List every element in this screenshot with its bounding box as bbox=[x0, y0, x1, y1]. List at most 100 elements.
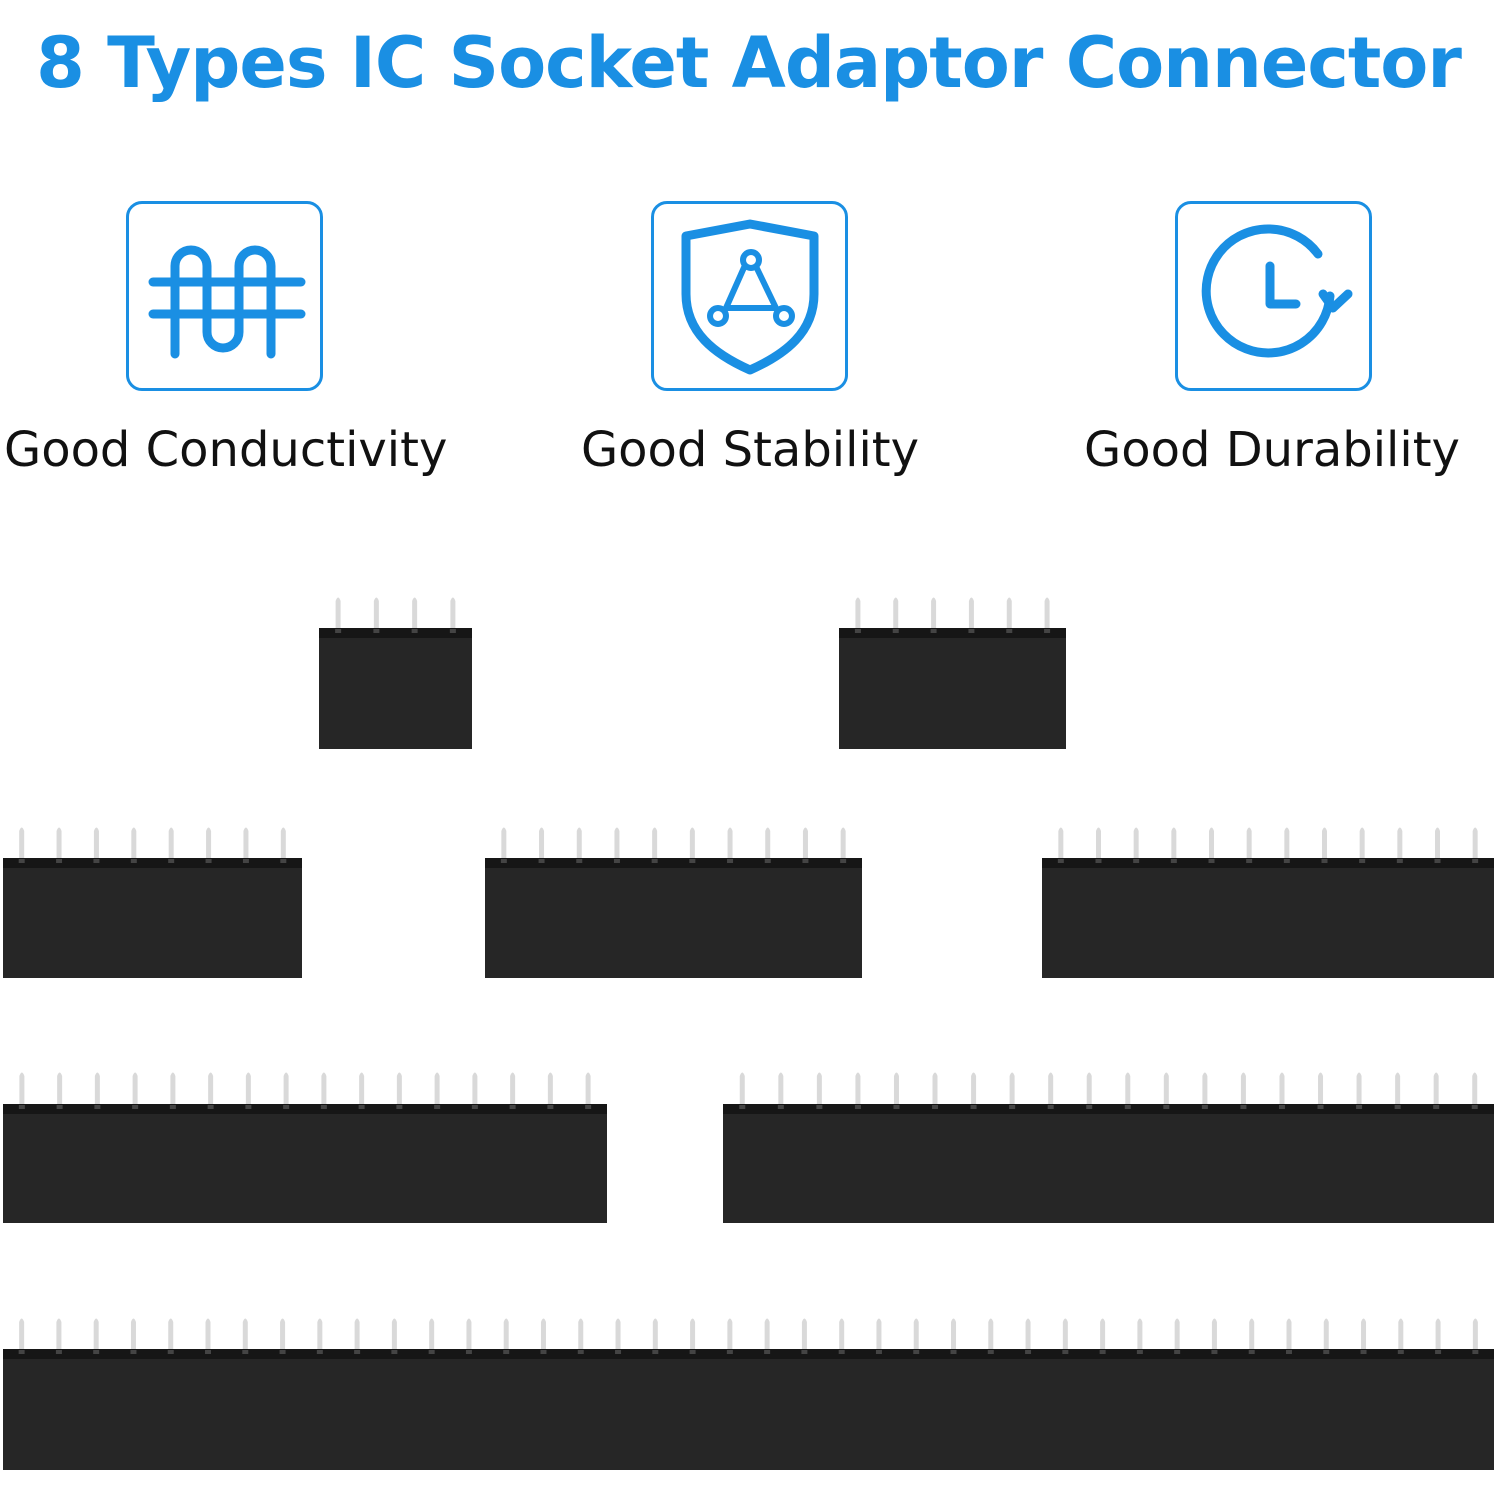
connector-slot bbox=[1471, 1105, 1478, 1109]
connector-slot bbox=[652, 1350, 659, 1354]
connector-pin bbox=[208, 1072, 214, 1104]
connector-slot bbox=[1248, 1350, 1255, 1354]
connector-slot bbox=[167, 1350, 174, 1354]
connector-slot bbox=[1057, 859, 1064, 863]
connector-slot bbox=[950, 1350, 957, 1354]
connector-20-pin bbox=[723, 1072, 1494, 1223]
connector-pin bbox=[510, 1072, 516, 1104]
connector-slot bbox=[854, 1105, 861, 1109]
shield-triangle-icon bbox=[681, 219, 819, 375]
connector-slot bbox=[18, 859, 25, 863]
connector-slot bbox=[1047, 1105, 1054, 1109]
connector-slot bbox=[875, 1350, 882, 1354]
connector-slot bbox=[547, 1105, 554, 1109]
connector-slot bbox=[434, 1105, 441, 1109]
connector-pin bbox=[1062, 1318, 1068, 1349]
connector-pin bbox=[739, 1072, 745, 1104]
connector-pin bbox=[168, 827, 174, 858]
connector-body bbox=[3, 868, 302, 978]
connector-pin bbox=[968, 597, 974, 628]
connector-pin bbox=[1048, 1072, 1054, 1104]
connector-slot bbox=[1433, 1105, 1440, 1109]
connector-slot bbox=[1360, 1350, 1367, 1354]
connector-slot bbox=[1163, 1105, 1170, 1109]
connector-pin bbox=[855, 1072, 861, 1104]
connector-pin bbox=[1286, 1318, 1292, 1349]
connector-pin bbox=[19, 827, 25, 858]
connector-pin bbox=[614, 827, 620, 858]
connector-pin bbox=[359, 1072, 365, 1104]
connector-pin bbox=[94, 1072, 100, 1104]
connector-pin bbox=[1433, 1072, 1439, 1104]
feature-label-conductivity: Good Conductivity bbox=[4, 422, 448, 478]
connector-pin bbox=[19, 1318, 25, 1349]
connector-slot bbox=[1246, 859, 1253, 863]
connector-pin bbox=[317, 1318, 323, 1349]
connector-pin bbox=[876, 1318, 882, 1349]
connector-slot bbox=[615, 1350, 622, 1354]
connector-pin bbox=[242, 1318, 248, 1349]
connector-pin bbox=[354, 1318, 360, 1349]
connector-slot bbox=[1211, 1350, 1218, 1354]
feature-label-stability: Good Stability bbox=[580, 422, 920, 478]
connector-pin bbox=[1435, 1318, 1441, 1349]
clock-refresh-icon bbox=[1201, 224, 1353, 358]
connector-pin bbox=[540, 1318, 546, 1349]
connector-40-pin bbox=[3, 1318, 1494, 1470]
connector-slot bbox=[449, 629, 456, 633]
connector-pin bbox=[280, 1318, 286, 1349]
connector-pin bbox=[1472, 1318, 1478, 1349]
connector-slot bbox=[168, 859, 175, 863]
connector-slot bbox=[1124, 1105, 1131, 1109]
connector-pin bbox=[56, 827, 62, 858]
connector-slot bbox=[538, 859, 545, 863]
connector-pin bbox=[1096, 827, 1101, 858]
connector-body bbox=[3, 1114, 607, 1223]
connector-slot bbox=[1174, 1350, 1181, 1354]
connector-pin bbox=[450, 597, 456, 628]
connector-pin bbox=[727, 1318, 733, 1349]
connector-pin bbox=[93, 827, 99, 858]
connector-slot bbox=[1133, 859, 1140, 863]
connector-pin bbox=[1125, 1072, 1131, 1104]
connector-6-pin bbox=[839, 597, 1066, 749]
connector-pin bbox=[585, 1072, 591, 1104]
connector-slot bbox=[932, 1105, 939, 1109]
connector-pin bbox=[801, 1318, 807, 1349]
connector-slot bbox=[1062, 1350, 1069, 1354]
connector-slot bbox=[726, 1350, 733, 1354]
connector-slot bbox=[93, 859, 100, 863]
connector-slot bbox=[1099, 1350, 1106, 1354]
connector-pin bbox=[615, 1318, 621, 1349]
connector-pin bbox=[243, 827, 249, 858]
connector-pin bbox=[855, 597, 861, 628]
connector-pin bbox=[429, 1318, 435, 1349]
connector-pin bbox=[1397, 827, 1403, 858]
connector-pin bbox=[130, 1318, 136, 1349]
connector-pin bbox=[988, 1318, 994, 1349]
connector-pin bbox=[840, 827, 846, 858]
stability-icon-box bbox=[651, 201, 848, 391]
connector-pin bbox=[931, 597, 937, 628]
connector-pin bbox=[1359, 827, 1365, 858]
connector-pin bbox=[893, 1072, 899, 1104]
connector-slot bbox=[913, 1350, 920, 1354]
connector-pin bbox=[1058, 827, 1064, 858]
connector-slot bbox=[802, 859, 809, 863]
connector-slot bbox=[94, 1105, 101, 1109]
connector-pin bbox=[412, 597, 418, 628]
connector-slot bbox=[207, 1105, 214, 1109]
connector-pin bbox=[893, 597, 899, 628]
connector-pin bbox=[652, 827, 658, 858]
connector-pin bbox=[1322, 827, 1327, 858]
connector-pin bbox=[1284, 827, 1290, 858]
connector-body bbox=[319, 638, 472, 749]
feature-label-durability: Good Durability bbox=[1084, 422, 1460, 478]
connector-pin bbox=[778, 1072, 784, 1104]
connector-pin bbox=[1044, 597, 1050, 628]
connector-slot bbox=[93, 1350, 100, 1354]
connector-pin bbox=[1398, 1318, 1404, 1349]
connector-pin bbox=[396, 1072, 402, 1104]
connector-slot bbox=[130, 859, 137, 863]
connector-pin bbox=[1133, 827, 1139, 858]
